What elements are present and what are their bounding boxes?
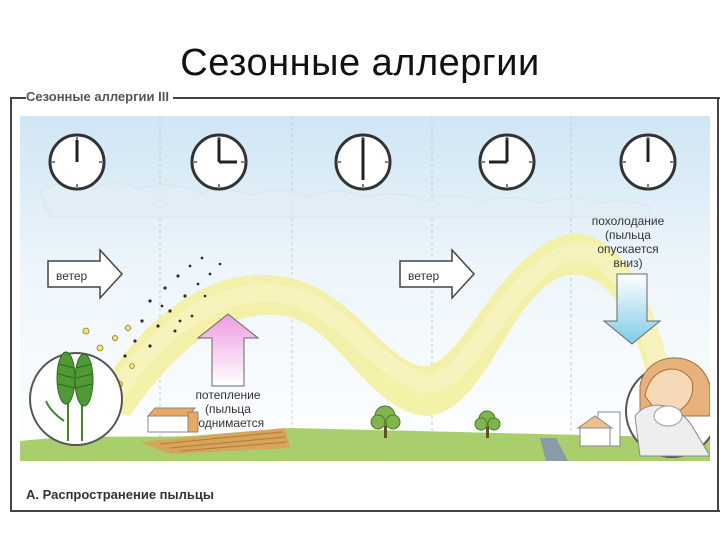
warming-line-1: потепление <box>195 388 260 402</box>
figure-top-border <box>10 97 720 99</box>
allergic-person <box>625 357 719 458</box>
tree-2 <box>474 410 501 438</box>
clock-5 <box>619 133 677 191</box>
figure-left-border <box>10 97 12 511</box>
wind-arrow-left: ветер <box>47 248 124 300</box>
figure-right-border <box>717 97 719 511</box>
clock-1 <box>48 133 106 191</box>
warming-line-3: поднимается <box>192 416 264 430</box>
road <box>540 438 568 461</box>
wind-label-left: ветер <box>56 269 88 283</box>
warming-arrow <box>196 313 260 387</box>
pollen-diagram: ветер ветер потепление (пыльца поднимает… <box>20 116 719 474</box>
pollen-particles <box>123 256 222 358</box>
cooling-label: похолодание (пыльца опускается вниз) <box>592 214 665 270</box>
cooling-arrow <box>602 273 662 345</box>
cooling-line-3: опускается <box>597 242 658 256</box>
clock-2 <box>190 133 248 191</box>
warming-line-2: (пыльца <box>205 402 251 416</box>
cooling-line-2: (пыльца <box>605 228 651 242</box>
clock-3 <box>334 133 392 191</box>
wind-label-right: ветер <box>408 269 440 283</box>
cooling-line-4: вниз) <box>613 256 642 270</box>
figure-caption: А. Распространение пыльцы <box>26 487 214 502</box>
pollen-stream-core <box>102 243 669 406</box>
cooling-line-1: похолодание <box>592 214 665 228</box>
clock-4 <box>478 133 536 191</box>
wind-arrow-right: ветер <box>399 248 476 300</box>
figure-bottom-border <box>10 510 720 512</box>
field-furrows <box>159 431 288 452</box>
barn <box>146 407 199 433</box>
figure-header: Сезонные аллергии III <box>26 89 173 104</box>
slide-title: Сезонные аллергии <box>180 42 540 84</box>
wheat-plant <box>29 351 123 446</box>
houses <box>576 411 621 447</box>
tree-1 <box>370 405 401 438</box>
clouds <box>39 182 651 218</box>
